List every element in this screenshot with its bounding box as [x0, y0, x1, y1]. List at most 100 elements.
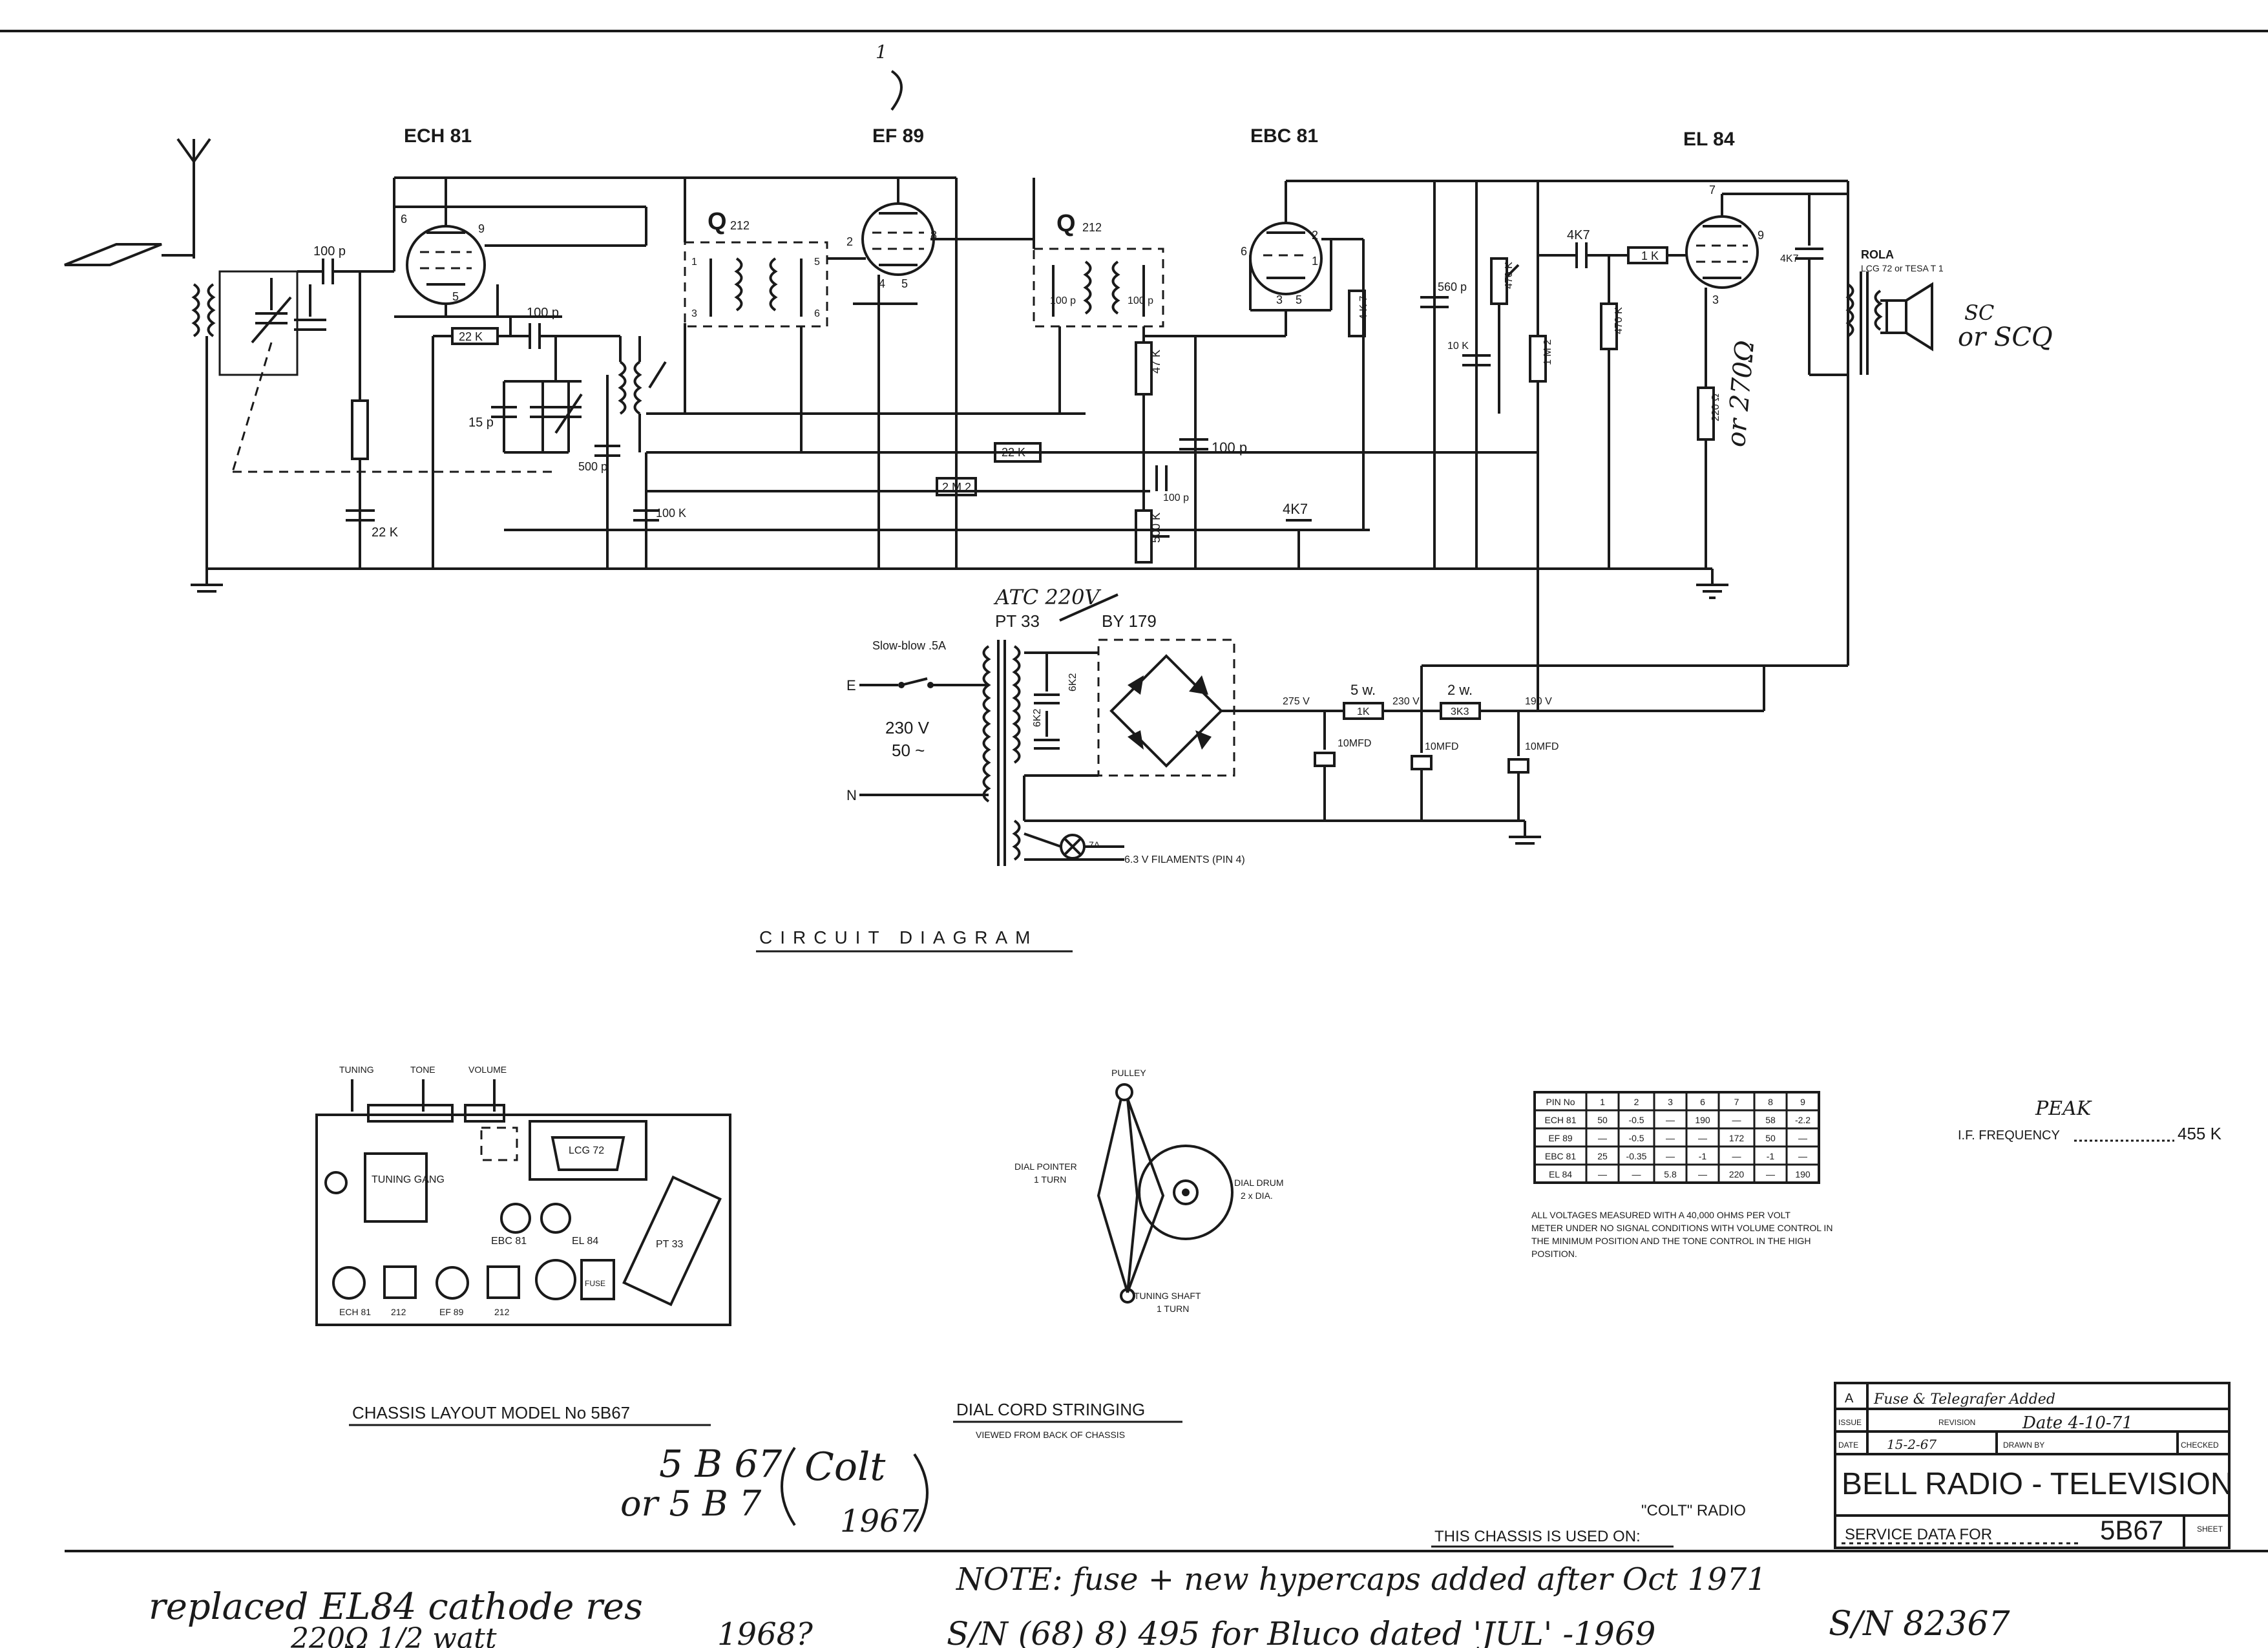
- tube-ef89: 2 8 4 5: [846, 178, 937, 290]
- voltage-230: 230 V: [1392, 696, 1420, 707]
- if-label-q2: Q: [1056, 210, 1076, 237]
- drawing-date: 15-2-67: [1887, 1437, 1937, 1452]
- chassis-volume: VOLUME: [468, 1064, 507, 1075]
- voltage-cell: -0.5: [1628, 1133, 1644, 1143]
- svg-text:Colt: Colt: [804, 1444, 886, 1490]
- svg-text:1967: 1967: [840, 1503, 919, 1539]
- svg-text:4 K 7: 4 K 7: [1358, 296, 1369, 320]
- svg-text:100 p: 100 p: [527, 306, 559, 320]
- voltage-cell: 58: [1765, 1115, 1776, 1125]
- svg-text:3: 3: [1276, 293, 1283, 306]
- voltage-header-cell: 8: [1768, 1097, 1773, 1107]
- svg-text:LCG 72: LCG 72: [569, 1145, 604, 1156]
- cap-4k7-bottom: 4K7: [1283, 501, 1312, 569]
- cap-100p-antenna: 100 p: [297, 244, 394, 284]
- revision-date: Date 4-10-71: [2022, 1413, 2133, 1433]
- resistor-470k-grid: 470 K: [1600, 255, 1624, 569]
- mains-n-label: N: [846, 787, 857, 803]
- ground-symbol-icon: [1696, 569, 1728, 599]
- cap-100p-detector: 100 p 100 p: [1155, 438, 1247, 503]
- company-name: BELL RADIO - TELEVISION: [1842, 1467, 2233, 1501]
- if-peak-note: PEAK: [2035, 1097, 2092, 1120]
- transformer-label: LCG 72 or TESA T 1: [1861, 263, 1944, 273]
- socket-ebc81: [500, 1203, 531, 1234]
- svg-text:2 w.: 2 w.: [1447, 682, 1473, 698]
- svg-text:S/N (68) 8) 495 for Bluco date: S/N (68) 8) 495 for Bluco dated 'JUL' -1…: [947, 1615, 1655, 1648]
- svg-text:2 M 2: 2 M 2: [942, 481, 971, 494]
- if-frequency-value: 455 K: [2178, 1124, 2222, 1143]
- svg-text:2 x DIA.: 2 x DIA.: [1241, 1190, 1273, 1201]
- svg-text:S/N 82367: S/N 82367: [1829, 1605, 2011, 1643]
- voltage-cell-border: [1785, 1163, 1820, 1184]
- voltage-190: 190 V: [1525, 696, 1552, 707]
- dial-cord-stringing: PULLEY DIAL POINTER 1 TURN DIAL DRUM 2 x…: [953, 1068, 1284, 1440]
- svg-text:DIAL POINTER: DIAL POINTER: [1014, 1161, 1077, 1172]
- dial-pulley-label: PULLEY: [1111, 1068, 1146, 1078]
- svg-text:3: 3: [1712, 293, 1719, 306]
- svg-text:5: 5: [1296, 293, 1302, 306]
- svg-text:10MFD: 10MFD: [1338, 738, 1371, 749]
- voltage-cell: 25: [1597, 1151, 1608, 1161]
- voltage-275: 275 V: [1283, 696, 1310, 707]
- svg-text:15 p: 15 p: [468, 416, 494, 430]
- voltage-header-cell: 3: [1668, 1097, 1673, 1107]
- resistor-1k: 1 K: [1627, 246, 1686, 264]
- cap-6k2-a: 6K2: [1034, 653, 1078, 704]
- svg-text:7A: 7A: [1089, 840, 1100, 850]
- svg-text:6: 6: [401, 213, 407, 226]
- service-data-label: SERVICE DATA FOR: [1845, 1526, 1992, 1543]
- resistor-22k-agc: 22 K: [346, 271, 399, 569]
- svg-text:220 Ω: 220 Ω: [1710, 394, 1721, 421]
- power-transformer-label: PT 33: [995, 611, 1040, 631]
- aerial-coil: [191, 270, 299, 376]
- dial-drum-icon: [1138, 1145, 1234, 1240]
- svg-text:2: 2: [1312, 229, 1318, 242]
- voltage-header-cell: 1: [1600, 1097, 1605, 1107]
- svg-text:3K3: 3K3: [1451, 706, 1469, 717]
- svg-text:TUNING SHAFT: TUNING SHAFT: [1134, 1291, 1201, 1301]
- cap-label: 100 p: [313, 244, 346, 259]
- tube-label-ech81: ECH 81: [404, 125, 472, 147]
- voltage-cell: -2.2: [1795, 1115, 1811, 1125]
- voltage-cell: 172: [1729, 1133, 1745, 1143]
- voltage-cell: 5.8: [1664, 1169, 1677, 1179]
- svg-text:1 TURN: 1 TURN: [1034, 1174, 1066, 1185]
- svg-text:212: 212: [391, 1307, 406, 1317]
- cap-6k2-b: 6K2: [1032, 708, 1060, 750]
- svg-text:22 K: 22 K: [459, 330, 483, 343]
- voltage-cell: 220: [1729, 1169, 1745, 1179]
- svg-text:10 K: 10 K: [1447, 341, 1469, 352]
- svg-text:ECH 81: ECH 81: [339, 1307, 371, 1317]
- voltage-cell: -0.35: [1626, 1151, 1647, 1161]
- voltage-cell: 190: [1795, 1169, 1811, 1179]
- svg-text:500 K: 500 K: [1150, 512, 1162, 543]
- svg-text:212: 212: [730, 219, 750, 232]
- voltage-header-cell: 6: [1700, 1097, 1705, 1107]
- handwritten-notes: 5 B 67 or 5 B 7 Colt 1967 replaced EL84 …: [149, 41, 2011, 1648]
- svg-text:4K7: 4K7: [1567, 228, 1590, 242]
- svg-text:4K7: 4K7: [1283, 501, 1308, 517]
- resistor-22k-line: 22 K: [994, 442, 1042, 463]
- cap-4k7-coupling: 4K7: [1538, 228, 1628, 268]
- voltage-header-cell: 9: [1800, 1097, 1805, 1107]
- filaments-label: 6.3 V FILAMENTS (PIN 4): [1124, 854, 1245, 865]
- svg-text:1 K: 1 K: [1641, 249, 1659, 262]
- oscillator-coil: [618, 336, 667, 452]
- title-block: A Fuse & Telegrafer Added ISSUE REVISION…: [1834, 1382, 2233, 1549]
- svg-text:212: 212: [494, 1307, 510, 1317]
- aerial-plate: [64, 243, 162, 266]
- if-transformer-1: 1 3 5 6: [684, 241, 828, 328]
- voltage-cell: 190: [1695, 1115, 1710, 1125]
- svg-text:2: 2: [846, 235, 853, 248]
- svg-text:6K2: 6K2: [1067, 673, 1078, 692]
- svg-text:NOTE: fuse + new hypercaps add: NOTE: fuse + new hypercaps added after O…: [956, 1561, 1767, 1598]
- resistor-22k-osc: 22 K: [433, 327, 530, 345]
- chassis-layout: TUNING TONE VOLUME TUNING GANG LCG 72 EB…: [315, 1064, 731, 1426]
- voltage-cell: EBC 81: [1545, 1151, 1576, 1161]
- svg-text:EF 89: EF 89: [439, 1307, 464, 1317]
- resistor-10k: 10 K: [1447, 181, 1491, 569]
- resistor-100k: 100 K: [633, 452, 686, 569]
- tube-ebc81: 6 2 1 3 5: [1241, 222, 1323, 306]
- handwritten-atc: ATC 220V: [993, 585, 1101, 609]
- svg-text:470 K: 470 K: [1613, 307, 1624, 334]
